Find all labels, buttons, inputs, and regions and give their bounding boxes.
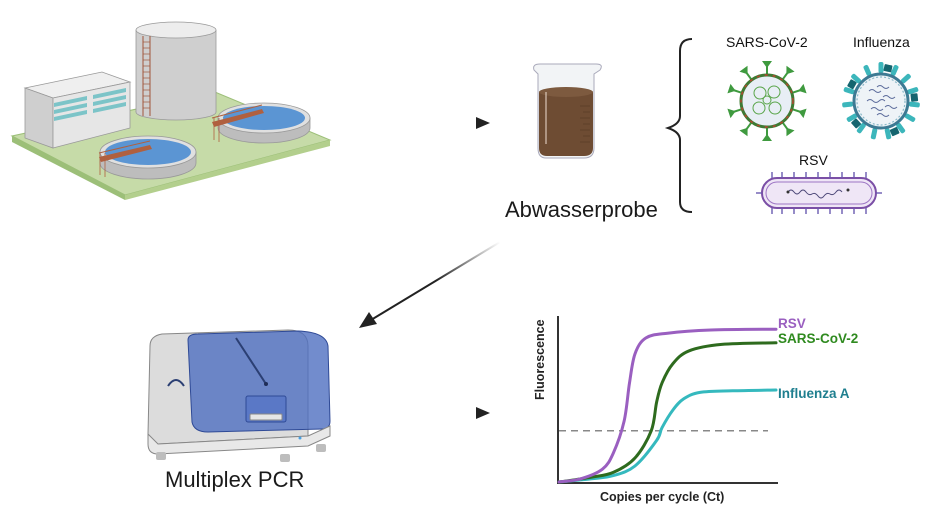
arrow-down-left-icon [359, 241, 501, 328]
legend-rsv: RSV [778, 316, 806, 331]
series-line-influenza-a [557, 388, 778, 484]
arrow-right-icon [370, 117, 490, 129]
sars-cov-2-virus-icon [726, 61, 808, 142]
sample-label: Abwasserprobe [505, 197, 658, 222]
y-axis-label: Fluorescence [533, 319, 547, 400]
qpcr-amplification-chart [557, 316, 778, 484]
pcr-machine-illustration [147, 329, 331, 462]
building [23, 71, 132, 149]
beaker-illustration [533, 63, 602, 159]
virus-label-sars-cov-2: SARS-CoV-2 [726, 34, 808, 50]
virus-label-influenza: Influenza [853, 34, 910, 50]
series-line-sars-cov-2 [557, 341, 778, 484]
storage-tank [135, 21, 217, 121]
treatment-plant-illustration [10, 21, 332, 200]
pcr-label: Multiplex PCR [165, 467, 305, 492]
influenza-virus-icon [841, 62, 921, 140]
virus-label-rsv: RSV [799, 152, 828, 168]
rsv-virus-icon [756, 172, 882, 214]
clarifier-basin-left [98, 135, 197, 180]
x-axis-label: Copies per cycle (Ct) [600, 490, 725, 504]
clarifier-basin-right [211, 102, 311, 144]
legend-sars-cov-2: SARS-CoV-2 [778, 331, 859, 346]
arrow-right-icon-2 [370, 407, 490, 419]
series-line-rsv [557, 327, 778, 484]
legend-influenza-a: Influenza A [778, 386, 850, 401]
curly-brace [664, 38, 693, 213]
